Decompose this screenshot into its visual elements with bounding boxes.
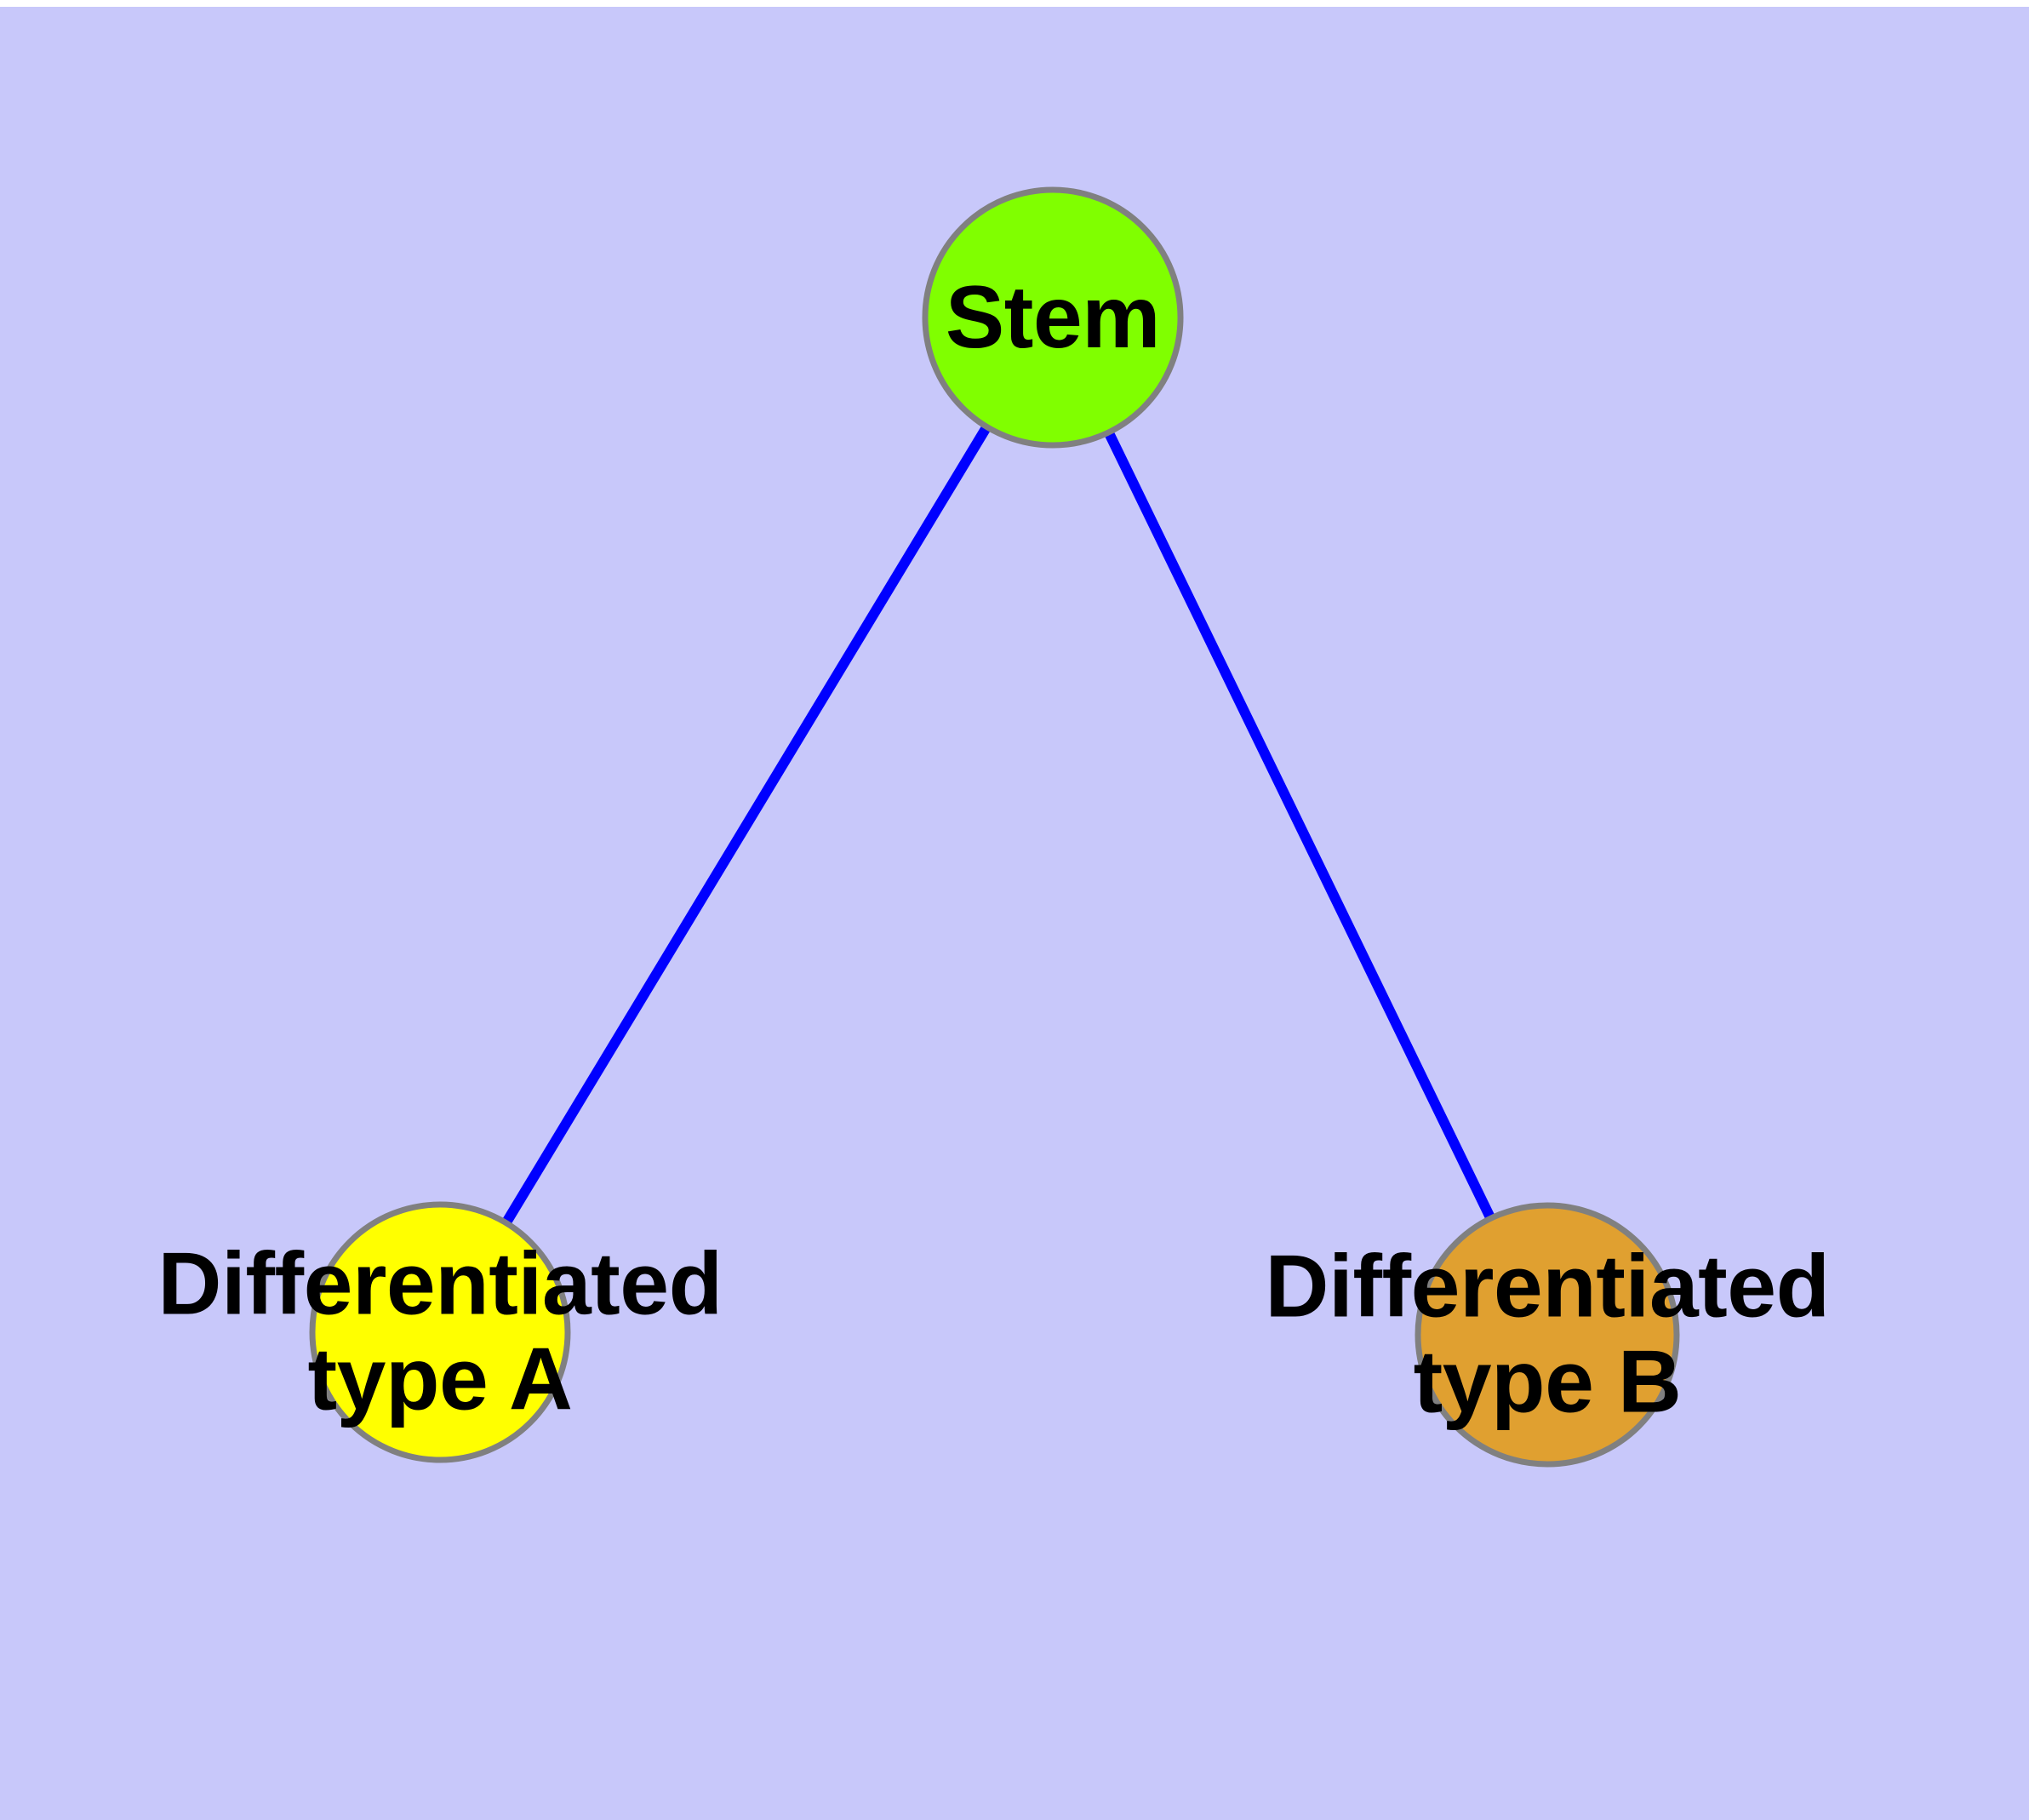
edge-stem-diff-a xyxy=(500,422,992,1228)
node-circle-diff_a[interactable] xyxy=(309,1201,571,1463)
edge-layer xyxy=(500,422,1496,1228)
node-circle-stem[interactable] xyxy=(922,186,1184,449)
node-circle-diff_b[interactable] xyxy=(1415,1202,1680,1468)
node-layer xyxy=(309,186,1680,1468)
edge-stem-diff-b xyxy=(1103,428,1496,1222)
